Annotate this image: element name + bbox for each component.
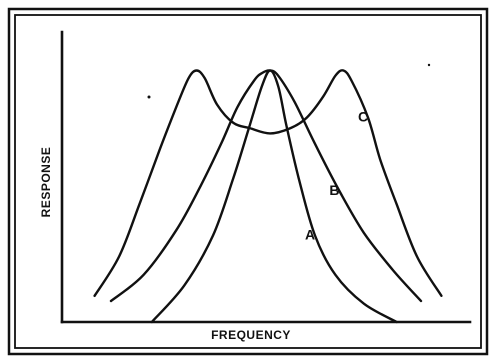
y-axis-label: RESPONSE [39, 147, 53, 218]
curve-c [93, 69, 443, 297]
curve-label-b: B [329, 182, 339, 198]
outer-frame [7, 7, 489, 356]
curve-a [150, 69, 398, 324]
curve-b [109, 69, 423, 303]
curve-label-a: A [305, 227, 315, 243]
curve-label-c: C [358, 109, 368, 125]
speck-mark [427, 63, 431, 67]
inner-frame [14, 14, 482, 349]
speck-mark [147, 95, 151, 99]
curve-labels-group: A B C [305, 109, 368, 243]
curves-group [93, 69, 443, 324]
x-axis-label: FREQUENCY [211, 328, 291, 342]
